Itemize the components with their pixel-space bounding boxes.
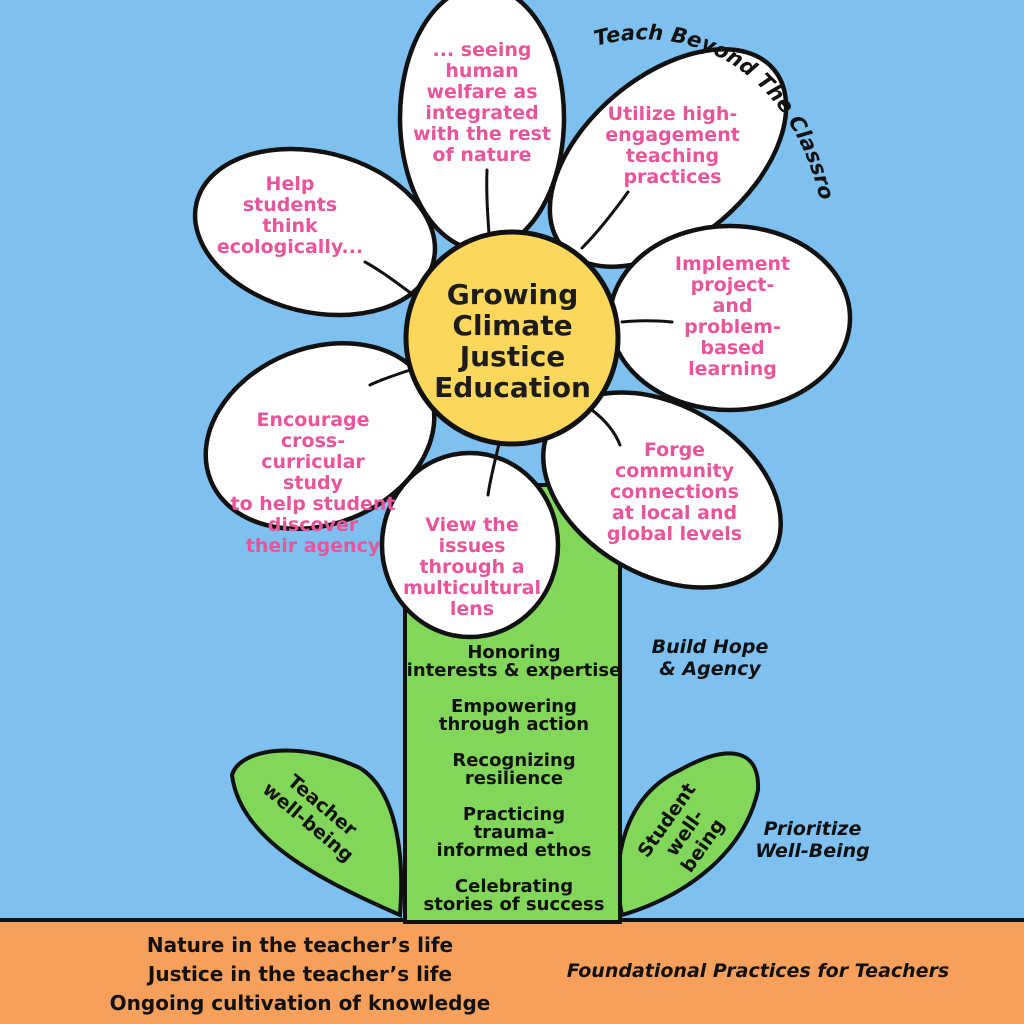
petal-text-line: global levels: [606, 523, 743, 545]
petal-text-line: curricular study: [261, 451, 365, 494]
right-leaf: [616, 751, 761, 918]
petal-text-line: welfare as: [426, 81, 538, 103]
stem-text-line: Empowering: [451, 696, 577, 717]
side-label-line: Well-Being: [755, 840, 870, 862]
petal-text-line: community: [615, 460, 734, 482]
petal-text-line: discover: [267, 514, 359, 536]
petal-text-line: Forge: [643, 439, 706, 461]
petal-text-line: practices: [623, 166, 722, 188]
petal-text-line: connections: [609, 481, 739, 503]
petals: [192, 0, 853, 640]
ground-item: Ongoing cultivation of knowledge: [109, 991, 491, 1015]
petal-text-line: teaching: [625, 145, 720, 167]
side-label-line: Prioritize: [763, 818, 862, 840]
center-title: Growing Climate Justice Education: [434, 278, 591, 404]
stem-text-line: Practicing: [462, 804, 566, 825]
stem-text-line: Celebrating: [454, 876, 574, 897]
flower-center: [403, 229, 621, 447]
side-label-line: Build Hope: [651, 636, 769, 658]
petal-text-line: View the issues: [425, 514, 519, 557]
label-build-hope: Build Hope& Agency: [635, 636, 785, 680]
ground-item: Justice in the teacher’s life: [147, 962, 453, 986]
stem-text-line: trauma-: [473, 822, 555, 843]
ground-item: Nature in the teacher’s life: [146, 933, 454, 957]
petal-text-line: engagement: [605, 124, 740, 146]
petal-text-line: to help student: [230, 493, 396, 515]
stem-text-line: Recognizing: [452, 750, 576, 771]
stem-text-line: resilience: [464, 768, 564, 789]
petal-text-line: at local and: [611, 502, 738, 524]
petal-text-line: students: [242, 194, 338, 216]
stem-text-line: Honoring: [467, 642, 561, 663]
petal-text-line: ecologically...: [216, 236, 364, 258]
left-leaf: [229, 748, 404, 918]
petal-text-line: think: [262, 215, 318, 237]
petal-text-line: through a: [419, 556, 525, 578]
petal-bottom: [379, 450, 561, 640]
petal-text-line: Help: [265, 173, 315, 195]
petal-text-line: Implement: [674, 253, 791, 275]
petal-text-line: integrated: [425, 102, 539, 124]
ground-band: [0, 920, 1024, 1024]
petal-upper-left: [192, 146, 438, 318]
petal-text-line: Encourage cross-: [256, 409, 370, 452]
petal-text-line: and: [712, 295, 753, 317]
petal-text-line: learning: [688, 358, 777, 380]
stem-text-line: through action: [438, 714, 590, 735]
stem-text-line: informed ethos: [436, 840, 592, 861]
petal-text-line: multicultural: [402, 577, 542, 599]
petal-text-line: ... seeing: [432, 39, 532, 61]
stem-text-line: stories of success: [423, 894, 605, 915]
ground-label: Foundational Practices for Teachers: [566, 960, 950, 982]
petal-text-line: of nature: [432, 144, 532, 166]
petal-text-line: lens: [449, 598, 495, 620]
petal-text-line: project-: [690, 274, 775, 296]
petal-text-line: Utilize high-: [607, 103, 738, 125]
petal-text-line: their agency: [245, 535, 381, 557]
petal-text-line: based: [700, 337, 765, 359]
side-label-line: & Agency: [659, 658, 761, 680]
petal-text-line: problem-: [684, 316, 781, 338]
stem-text-line: interests & expertise: [406, 660, 622, 681]
petal-text-line: human: [445, 60, 519, 82]
petal-text-line: with the rest: [412, 123, 552, 145]
